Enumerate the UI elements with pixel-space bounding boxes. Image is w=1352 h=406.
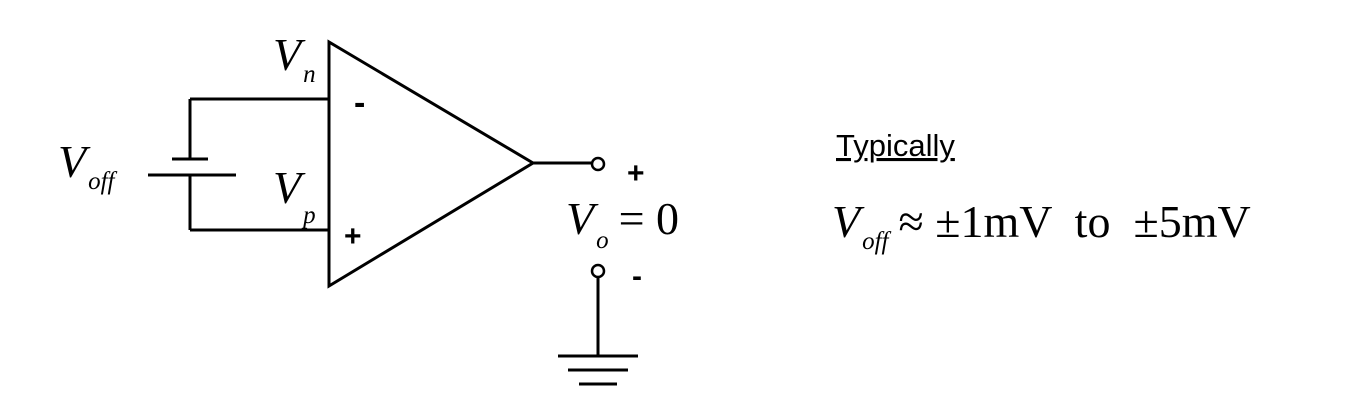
note-formula: Voff≈ ±1mV to ±5mV	[832, 196, 1251, 255]
output-terminal	[590, 156, 606, 172]
noninverting-sign: +	[344, 220, 362, 253]
vp-label: Vp	[273, 162, 316, 229]
voff-label: Voff	[58, 136, 118, 195]
output-plus-sign: +	[627, 157, 645, 190]
vn-label: Vn	[273, 29, 316, 88]
inverting-sign: -	[354, 84, 365, 122]
note-heading: Typically	[836, 128, 955, 163]
ground-terminal	[590, 263, 606, 279]
opamp-triangle	[327, 39, 536, 289]
output-minus-sign: -	[632, 260, 642, 293]
vo-label: Vo= 0	[566, 193, 679, 254]
